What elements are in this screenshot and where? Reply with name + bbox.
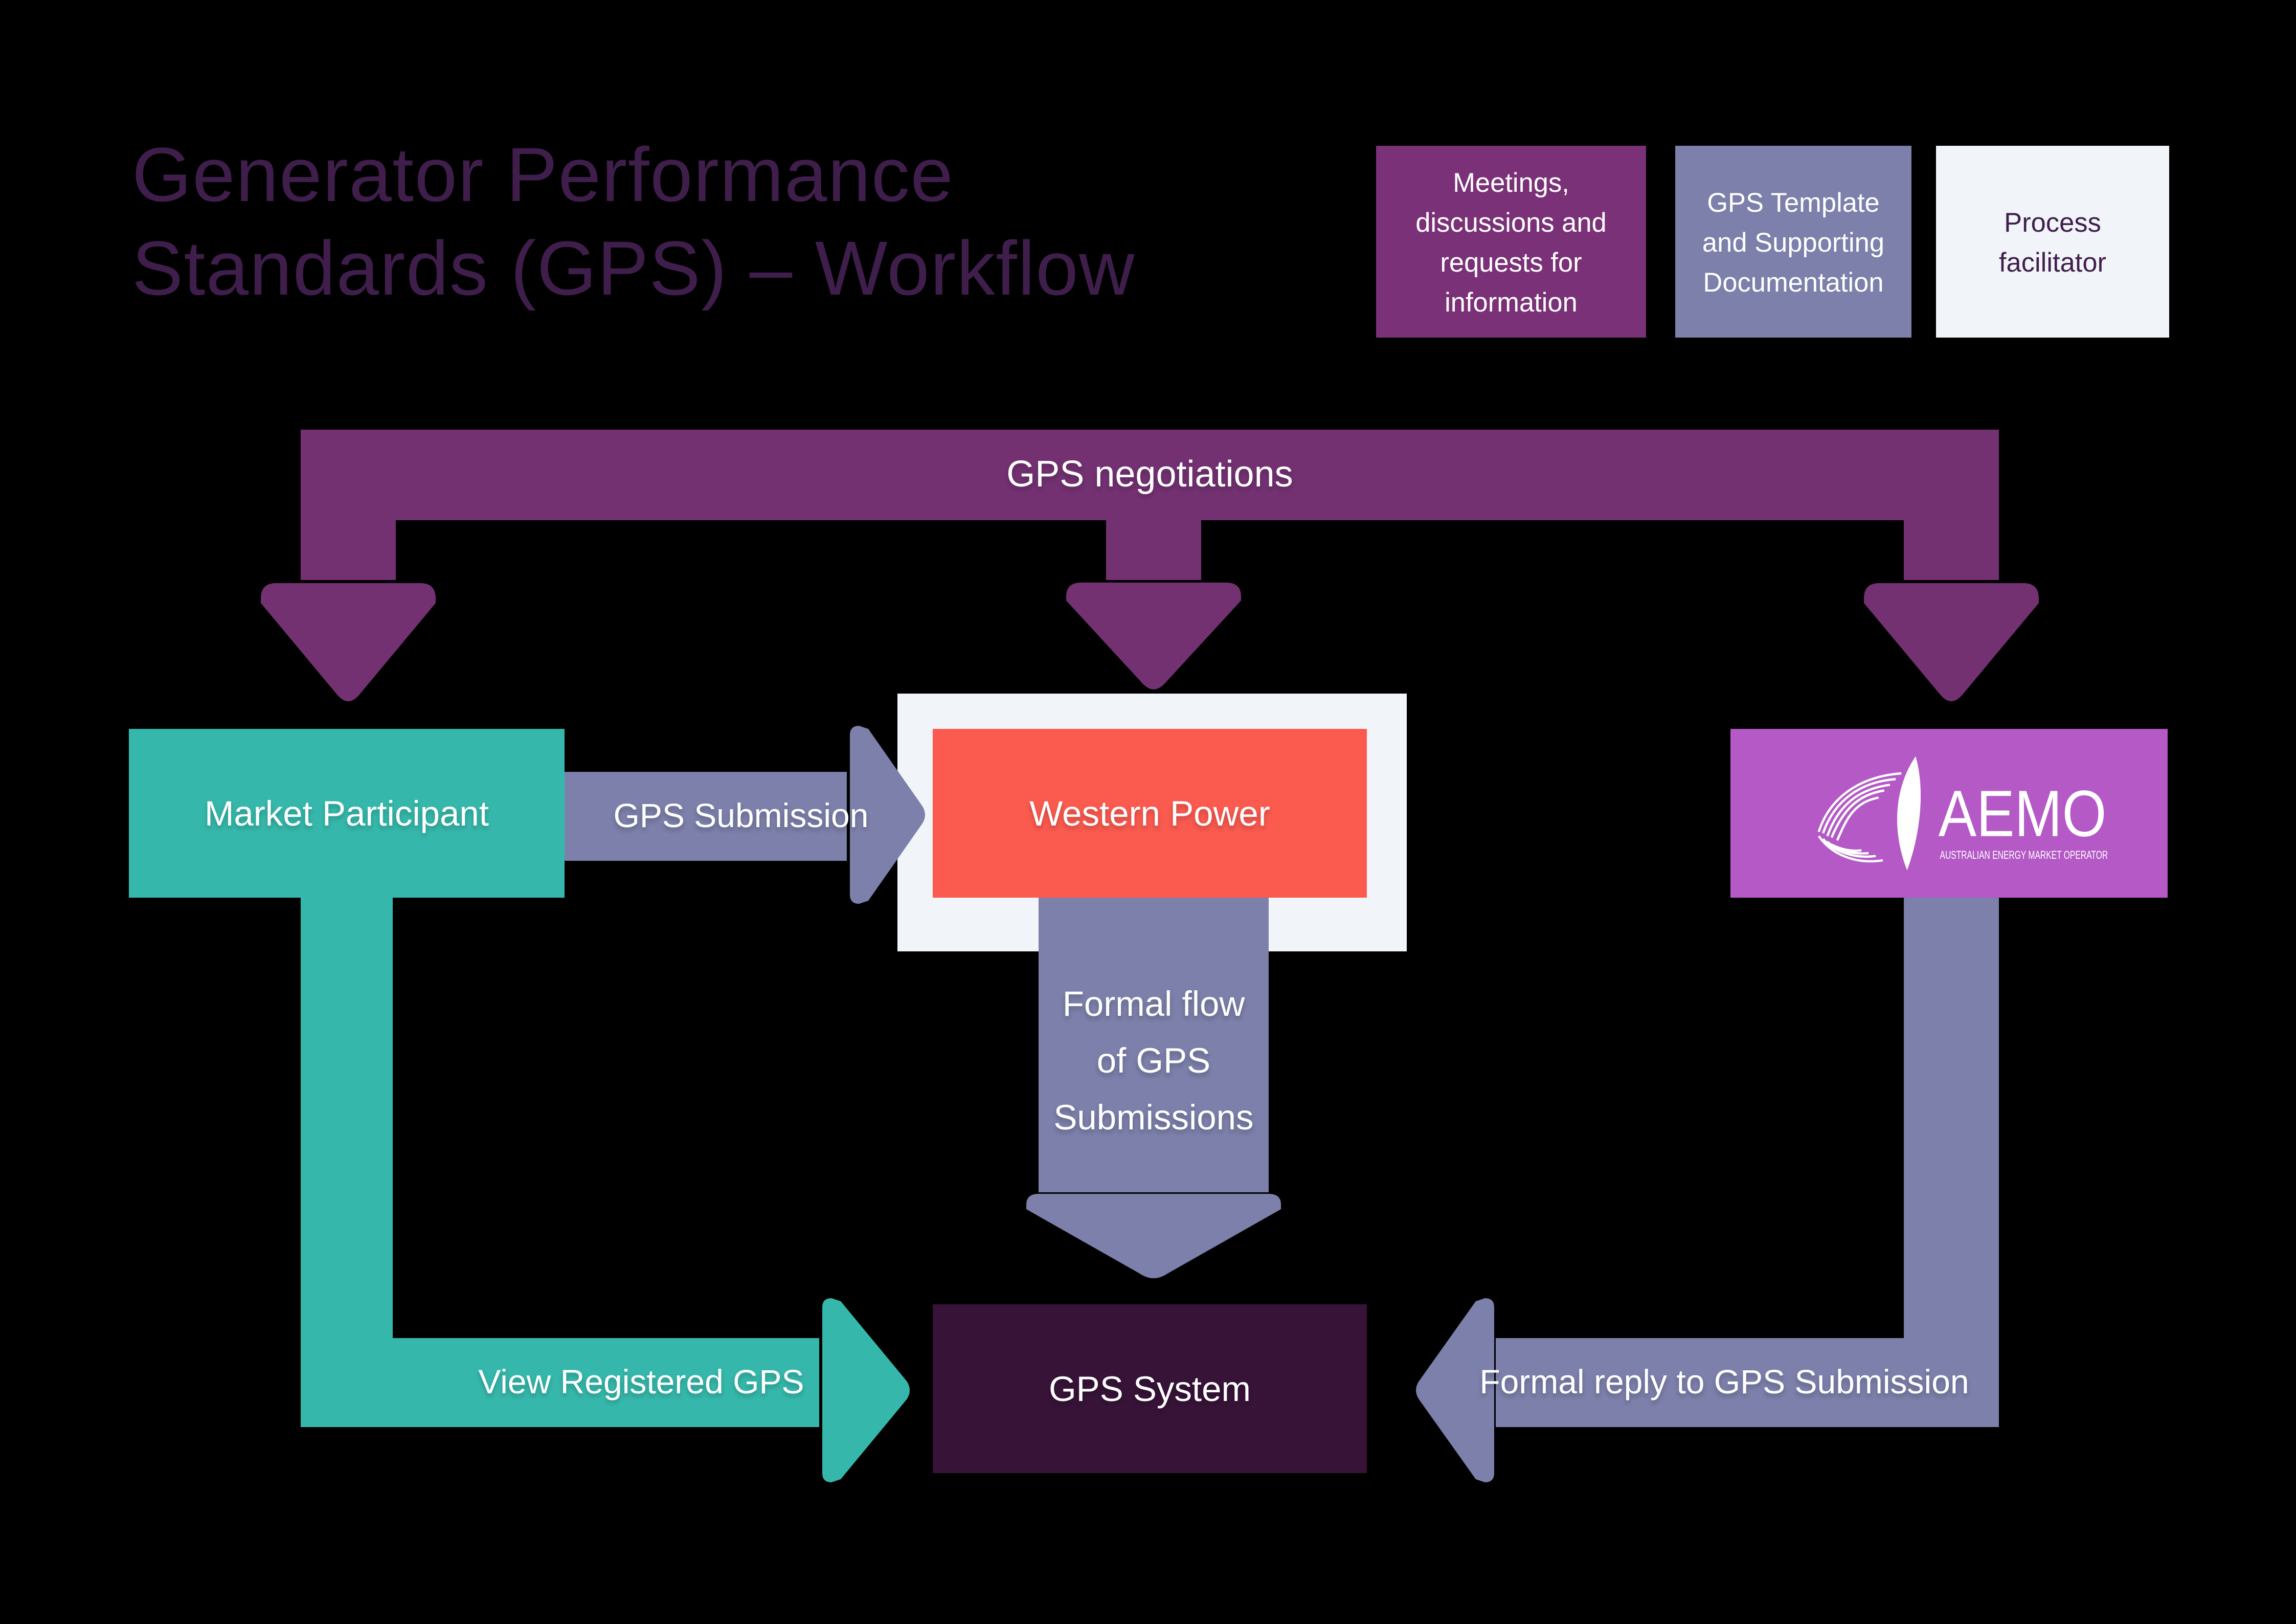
negotiation-arrowhead-left-icon (261, 583, 436, 701)
formal-flow-label-wrap: Formal flow of GPS Submissions (1000, 976, 1307, 1146)
aemo-logo: AEMO AUSTRALIAN ENERGY MARKET OPERATOR (1817, 756, 2107, 871)
view-registered-label-wrap: View Registered GPS (445, 1338, 838, 1427)
legend-item-process-facilitator: Process facilitator (1936, 146, 2169, 338)
negotiation-stem-right (1904, 517, 1999, 580)
legend-item-meetings: Meetings, discussions and requests for i… (1376, 146, 1646, 338)
formal-flow-label: Formal flow of GPS Submissions (1053, 984, 1254, 1137)
gps-submission-label-wrap: GPS Submission (565, 772, 917, 861)
legend-item-gps-template: GPS Template and Supporting Documentatio… (1675, 146, 1911, 338)
negotiation-arrowhead-center-icon (1066, 582, 1241, 689)
view-registered-arrow-body (301, 1338, 819, 1427)
gps-negotiations-label: GPS negotiations (1006, 453, 1293, 495)
formal-flow-arrowhead-icon (1026, 1194, 1281, 1278)
gps-submission-arrowhead-icon (850, 726, 925, 904)
node-aemo: AEMO AUSTRALIAN ENERGY MARKET OPERATOR (1730, 729, 2168, 898)
legend-item-gps-template-label: GPS Template and Supporting Documentatio… (1702, 186, 1885, 297)
market-participant-label: Market Participant (204, 792, 489, 833)
aemo-blade-icon (1896, 756, 1920, 871)
negotiation-stem-center (1106, 517, 1201, 580)
node-market-participant: Market Participant (129, 729, 565, 898)
formal-reply-arrowhead-icon (1416, 1298, 1494, 1482)
legend-item-meetings-label: Meetings, discussions and requests for i… (1415, 166, 1607, 317)
gps-negotiations-band: GPS negotiations (301, 430, 1999, 520)
legend-item-process-facilitator-label: Process facilitator (1998, 206, 2107, 277)
page-title: Generator Performance Standards (GPS) – … (132, 132, 1135, 312)
gps-submission-label: GPS Submission (613, 796, 869, 835)
aemo-swirl-icon (1817, 772, 1901, 863)
formal-flow-arrow-body (1039, 898, 1269, 1192)
gps-system-label: GPS System (1049, 1368, 1251, 1408)
aemo-wordmark: AEMO (1938, 777, 2106, 851)
aemo-tagline: AUSTRALIAN ENERGY MARKET OPERATOR (1939, 849, 2107, 861)
node-gps-system: GPS System (933, 1304, 1367, 1473)
western-power-label: Western Power (1029, 792, 1270, 833)
negotiation-stem-left (301, 517, 396, 580)
formal-reply-label-wrap: Formal reply to GPS Submission (1470, 1338, 1979, 1427)
node-western-power: Western Power (933, 729, 1367, 898)
formal-reply-label: Formal reply to GPS Submission (1479, 1363, 1969, 1401)
negotiation-arrowhead-right-icon (1864, 583, 2039, 701)
gps-submission-arrow-body (565, 772, 847, 861)
formal-reply-arrow-body (1496, 1338, 1999, 1427)
view-registered-arrowhead-icon (822, 1298, 910, 1482)
view-registered-label: View Registered GPS (478, 1363, 804, 1401)
